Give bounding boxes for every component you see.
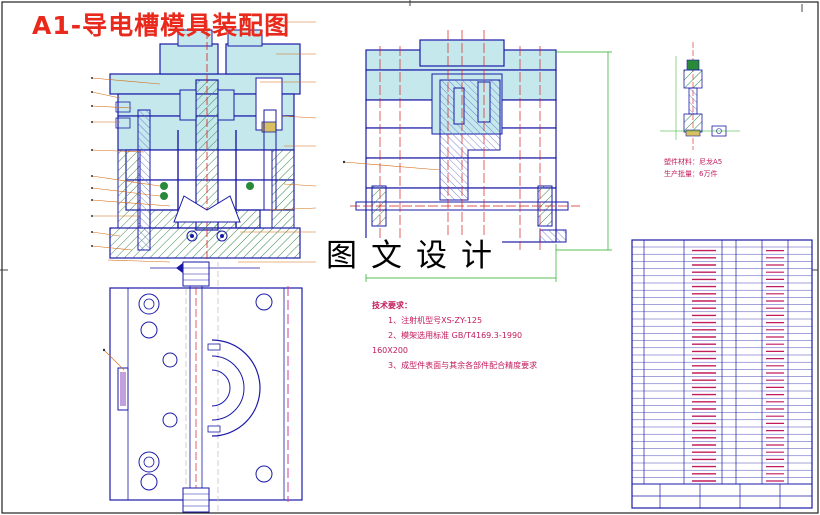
cooling-water-nozzle-icon [539, 229, 567, 243]
technical-requirements: 技术要求： 1、注射机型号XS-ZY-125 2、模架选用标准 GB/T4169… [372, 298, 537, 373]
dimension-lines [365, 51, 612, 282]
requirement-item: 1、注射机型号XS-ZY-125 [388, 316, 483, 325]
part-detail-view [660, 42, 740, 150]
front-section-view [109, 20, 301, 274]
parts-list-table [631, 239, 813, 509]
side-section-view [355, 39, 569, 243]
requirement-item: 3、成型件表面与其余各部件配合精度要求 [388, 361, 538, 370]
requirement-item: 2、模架选用标准 GB/T4169.3-1990 [388, 331, 523, 340]
requirement-item: 160X200 [372, 346, 409, 355]
leader-dots [91, 77, 93, 247]
technical-requirements-heading: 技术要求： [372, 301, 412, 310]
drawing-title: A1-导电槽模具装配图 [32, 11, 291, 40]
part-volume: 生产批量：6万件 [664, 170, 718, 178]
leader-lines-left [91, 77, 171, 263]
part-material: 塑件材料：尼龙A5 [664, 158, 723, 166]
leader-lines-right [238, 21, 317, 263]
plan-view [102, 261, 303, 513]
side-view-centerlines [350, 30, 580, 250]
watermark-text: 图文设计 [326, 238, 506, 274]
part-info: 塑件材料：尼龙A5 生产批量：6万件 [664, 156, 722, 180]
